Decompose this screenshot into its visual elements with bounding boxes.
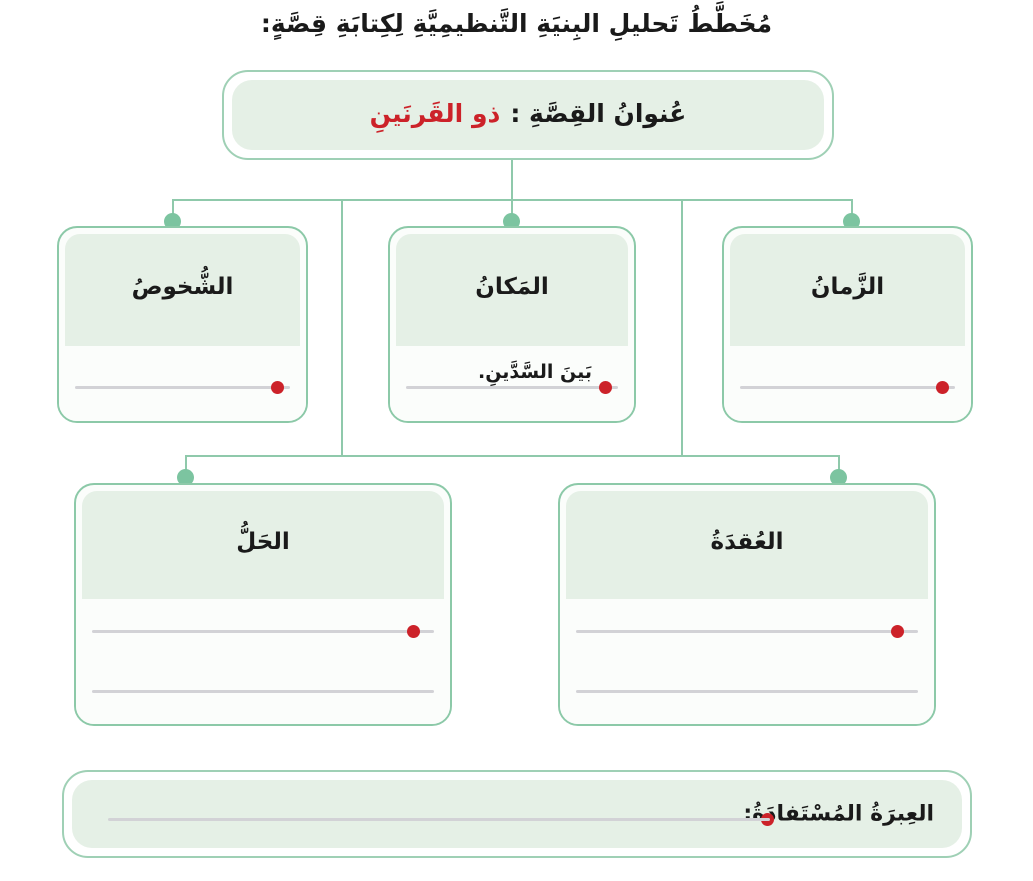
card-solution-rule-1[interactable]	[92, 630, 434, 633]
story-title-fill	[232, 80, 824, 150]
card-conflict[interactable]: العُقدَةُ	[558, 483, 936, 726]
card-solution-body	[76, 599, 450, 724]
connector-dot-place	[503, 213, 520, 230]
card-place-body: بَينَ السَّدَّينِ.	[390, 346, 634, 421]
story-title-label: عُنوانُ القِصَّةِ :	[510, 98, 687, 128]
connector-spine-left	[341, 199, 343, 456]
card-characters[interactable]: الشُّخوصُ	[57, 226, 308, 423]
card-characters-rule-dot-1	[271, 381, 284, 394]
connector-drop-solution	[185, 455, 187, 477]
card-characters-rule-1[interactable]	[75, 386, 290, 389]
connector-drop-conflict	[838, 455, 840, 477]
story-title-value: ذو القَرنَينِ	[369, 98, 501, 128]
story-title-text: عُنوانُ القِصَّةِ : ذو القَرنَينِ	[224, 72, 832, 158]
card-solution-rule-2[interactable]	[92, 690, 434, 693]
story-title-box[interactable]: عُنوانُ القِصَّةِ : ذو القَرنَينِ	[222, 70, 834, 160]
connector-drop-time	[851, 199, 853, 221]
card-time-rule-1[interactable]	[740, 386, 955, 389]
card-time-body	[724, 346, 971, 421]
card-conflict-rule-dot-1	[891, 625, 904, 638]
card-solution[interactable]: الحَلُّ	[74, 483, 452, 726]
connector-row2-bar	[185, 455, 838, 457]
card-place-rule-dot-1	[599, 381, 612, 394]
page-title: مُخَطَّطُ تَحليلِ البِنيَةِ التَّنظيمِيَ…	[260, 9, 773, 38]
card-conflict-heading: العُقدَةُ	[566, 491, 928, 599]
connector-dot-conflict	[830, 469, 847, 486]
card-time-rule-dot-1	[936, 381, 949, 394]
lesson-box-fill	[72, 780, 962, 848]
card-place-answer-1: بَينَ السَّدَّينِ.	[477, 361, 592, 383]
lesson-box[interactable]: العِبرَةُ المُسْتَفادَةُ:	[62, 770, 972, 858]
card-time-heading: الزَّمانُ	[730, 234, 965, 346]
lesson-label: العِبرَةُ المُسْتَفادَةُ:	[743, 801, 934, 827]
connector-dot-time	[843, 213, 860, 230]
card-conflict-rule-1[interactable]	[576, 630, 918, 633]
connector-spine-right	[681, 199, 683, 456]
connector-drop-characters	[172, 199, 174, 221]
card-place-rule-1[interactable]	[406, 386, 618, 389]
lesson-rule[interactable]	[108, 818, 770, 821]
card-conflict-rule-2[interactable]	[576, 690, 918, 693]
card-time[interactable]: الزَّمانُ	[722, 226, 973, 423]
card-characters-heading: الشُّخوصُ	[65, 234, 300, 346]
connector-drop-place	[511, 199, 513, 221]
connector-dot-solution	[177, 469, 194, 486]
connector-dot-characters	[164, 213, 181, 230]
card-characters-body	[59, 346, 306, 421]
card-solution-heading: الحَلُّ	[82, 491, 444, 599]
connector-title-stem	[511, 160, 513, 200]
card-conflict-body	[560, 599, 934, 724]
card-solution-rule-dot-1	[407, 625, 420, 638]
card-place-heading: المَكانُ	[396, 234, 628, 346]
card-place[interactable]: المَكانُ بَينَ السَّدَّينِ.	[388, 226, 636, 423]
